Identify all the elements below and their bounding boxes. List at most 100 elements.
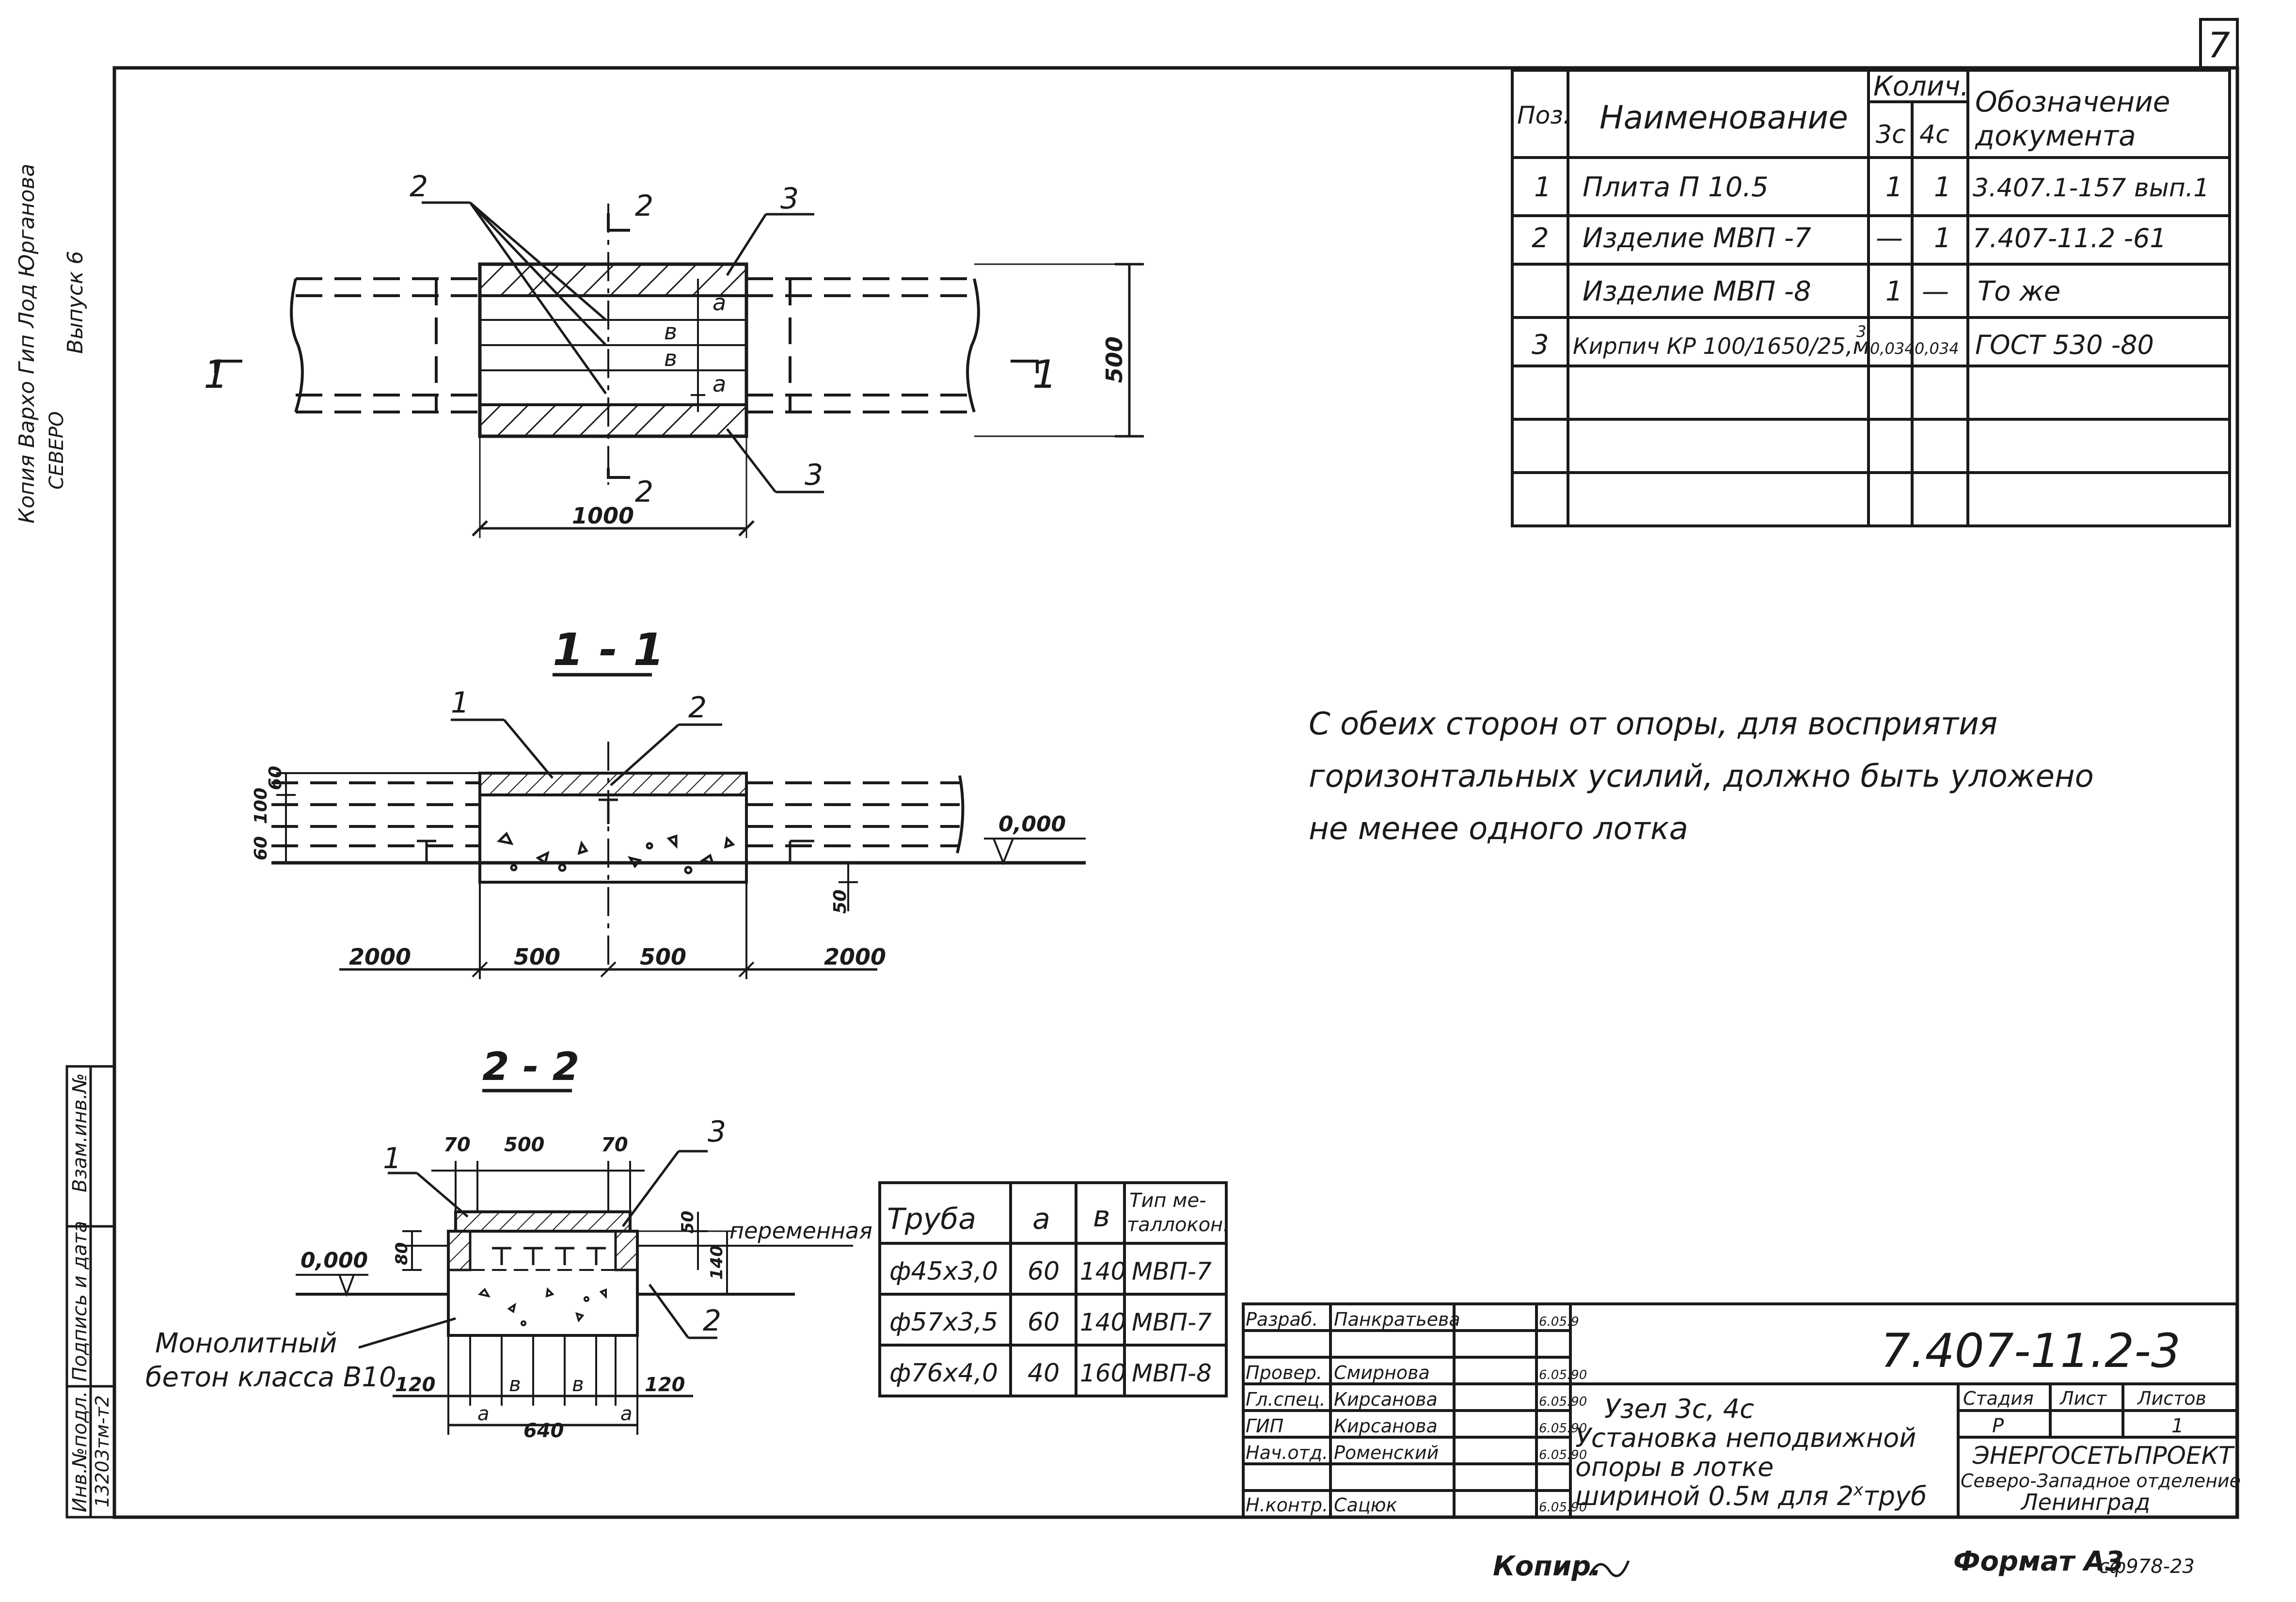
pipe-header-type-2: таллокон. [1127, 1214, 1229, 1236]
tb-desc-line2: Установка неподвижной [1575, 1423, 1916, 1453]
tb-org-line3: Ленинград [2020, 1489, 2150, 1515]
section-2-2-view [296, 1150, 853, 1435]
tb-role-2: Провер. [1246, 1362, 1322, 1383]
spec-row-1-q4: 1 [1934, 172, 1951, 203]
spec-row-1-pos: 1 [1534, 172, 1552, 203]
tb-name-2: Смирнова [1334, 1362, 1430, 1383]
s11-dim-100: 100 [251, 788, 271, 824]
pipe-table: Труба a в Тип ме- таллокон. ф45х3,0 60 1… [887, 1190, 1229, 1388]
tb-org-line1: ЭНЕРГОСЕТЬПРОЕКТ [1972, 1442, 2235, 1470]
pipe-header-type-1: Тип ме- [1129, 1190, 1206, 1212]
s22-concrete-line1: Монолитный [155, 1328, 337, 1359]
s11-dim-60-bottom: 60 [251, 836, 271, 860]
s22-dim-80: 80 [392, 1242, 412, 1265]
pipe-row-1-a: 60 [1028, 1257, 1060, 1286]
section-1-1-title: 1 - 1 [553, 624, 664, 676]
plan-section-mark-right: 1 [1032, 352, 1057, 397]
s22-variable-label: переменная [729, 1218, 872, 1244]
side-stamp: Копия Вархо Гип Лод Юрганова Выпуск 6 СЕ… [15, 164, 88, 523]
spec-row-1-name: Плита П 10.5 [1583, 172, 1769, 203]
spec-row-4-pos: 3 [1532, 329, 1549, 361]
tb-date-1: 6.05.9 [1539, 1315, 1579, 1329]
tb-role-4: ГИП [1246, 1415, 1283, 1437]
strip-signature-label: Подпись и дата [69, 1221, 91, 1381]
tb-desc-line1: Узел 3с, 4с [1604, 1394, 1754, 1424]
note-line-1: С обеих сторон от опоры, для восприятия [1309, 706, 1998, 742]
plan-dim-500: 500 [1101, 336, 1127, 383]
s22-dim-640: 640 [523, 1420, 564, 1442]
pipe-row-2-pipe: ф57х3,5 [889, 1308, 998, 1337]
spec-row-2-pos: 2 [1532, 222, 1549, 254]
s22-dim-140: 140 [707, 1245, 727, 1280]
pipe-header-pipe: Труба [887, 1202, 976, 1236]
s22-callout-3: 3 [708, 1115, 726, 1149]
s22-dim-120-right: 120 [645, 1374, 685, 1396]
spec-header-qty: Колич. [1873, 71, 1969, 102]
plan-callout-3-bottom: 3 [805, 458, 823, 492]
section-1-1-labels: 1 2 0,000 2000 500 500 2000 [349, 686, 1066, 970]
tb-stage-label: Стадия [1963, 1388, 2034, 1409]
spec-row-3-doc: То же [1978, 276, 2060, 307]
side-stamp-line2: Выпуск 6 [63, 251, 88, 354]
pipe-row-3-a: 40 [1028, 1359, 1060, 1388]
s11-dim-500-right: 500 [640, 944, 686, 970]
plan-dim-a1: a [713, 289, 726, 316]
s22-dim-70-left: 70 [443, 1134, 471, 1156]
footer: Копир. Формат А3 сф978-23 [1493, 1546, 2195, 1582]
pipe-row-3-type: МВП-8 [1132, 1359, 1212, 1387]
plan-callout-2: 2 [410, 170, 428, 204]
tb-date-4: 6.05.90 [1539, 1421, 1587, 1436]
footer-format: Формат А3 [1953, 1546, 2124, 1577]
title-code: 7.407-11.2-3 [1881, 1324, 2181, 1378]
pipe-row-2-b: 140 [1080, 1308, 1126, 1336]
spec-header-4c: 4с [1919, 120, 1949, 149]
spec-row-4-q3: 0,034 [1870, 339, 1915, 358]
s22-dim-500: 500 [504, 1134, 545, 1156]
tb-desc-line3: опоры в лотке [1575, 1452, 1773, 1482]
note-line-2: горизонтальных усилий, должно быть уложе… [1309, 759, 2094, 794]
section-2-2-title: 2 - 2 [482, 1044, 579, 1089]
title-block-grid [1242, 1302, 2238, 1519]
spec-table: Поз. Наименование Колич. 3с 4с Обозначен… [1517, 71, 2209, 361]
pipe-row-1-type: МВП-7 [1132, 1257, 1212, 1285]
s11-callout-1: 1 [451, 686, 469, 720]
pipe-row-3-b: 160 [1080, 1359, 1126, 1387]
s22-elevation: 0,000 [301, 1248, 368, 1273]
plan-cut-label-top: 2 [635, 189, 653, 223]
spec-row-2-doc: 7.407-11.2 -61 [1973, 223, 2167, 254]
s22-callout-2: 2 [703, 1304, 721, 1338]
s22-dim-b-left: в [509, 1372, 521, 1396]
spec-row-4-doc: ГОСТ 530 -80 [1975, 330, 2154, 360]
s22-dim-a-right: a [620, 1403, 633, 1425]
tb-role-3: Гл.спец. [1246, 1389, 1326, 1410]
s22-callout-1: 1 [383, 1142, 401, 1175]
plan-dim-1000: 1000 [572, 503, 634, 529]
spec-row-4-superscript: 3 [1856, 322, 1866, 341]
s11-dim-50: 50 [830, 889, 850, 914]
strip-inv-value: 13203тм-т2 [92, 1395, 113, 1507]
tb-name-6: Сацюк [1334, 1494, 1397, 1516]
left-inventory-strip [65, 1065, 116, 1519]
s22-dim-a-left: a [477, 1403, 490, 1425]
tb-date-3: 6.05.90 [1539, 1395, 1587, 1409]
side-stamp-line1: Копия Вархо Гип Лод Юрганова [15, 164, 39, 523]
tb-date-6: 6.05.90 [1539, 1500, 1587, 1515]
pipe-row-1-b: 140 [1080, 1257, 1126, 1285]
pipe-header-a: a [1032, 1202, 1050, 1236]
spec-header-3c: 3с [1876, 120, 1906, 149]
strip-replace-label: Взам.инв.№ [69, 1073, 91, 1192]
title-block: 7.407-11.2-3 Разраб. Панкратьева 6.05.9 … [1246, 1309, 2241, 1516]
plan-dim-b1: в [664, 318, 677, 345]
pipe-row-3-pipe: ф76х4,0 [889, 1359, 998, 1388]
plan-section-mark-left: 1 [204, 352, 228, 397]
s11-dim-2000-right: 2000 [824, 944, 886, 970]
tb-name-1: Панкратьева [1334, 1309, 1460, 1330]
plan-dim-a2: a [713, 371, 726, 397]
pipe-row-1-pipe: ф45х3,0 [889, 1257, 998, 1286]
spec-table-grid [1511, 69, 2231, 527]
spec-row-3-q4: — [1922, 276, 1949, 307]
copier-signature [1588, 1560, 1630, 1577]
footer-copied: Копир. [1493, 1551, 1601, 1582]
strip-inv-label: Инв.№подл. [69, 1391, 91, 1512]
